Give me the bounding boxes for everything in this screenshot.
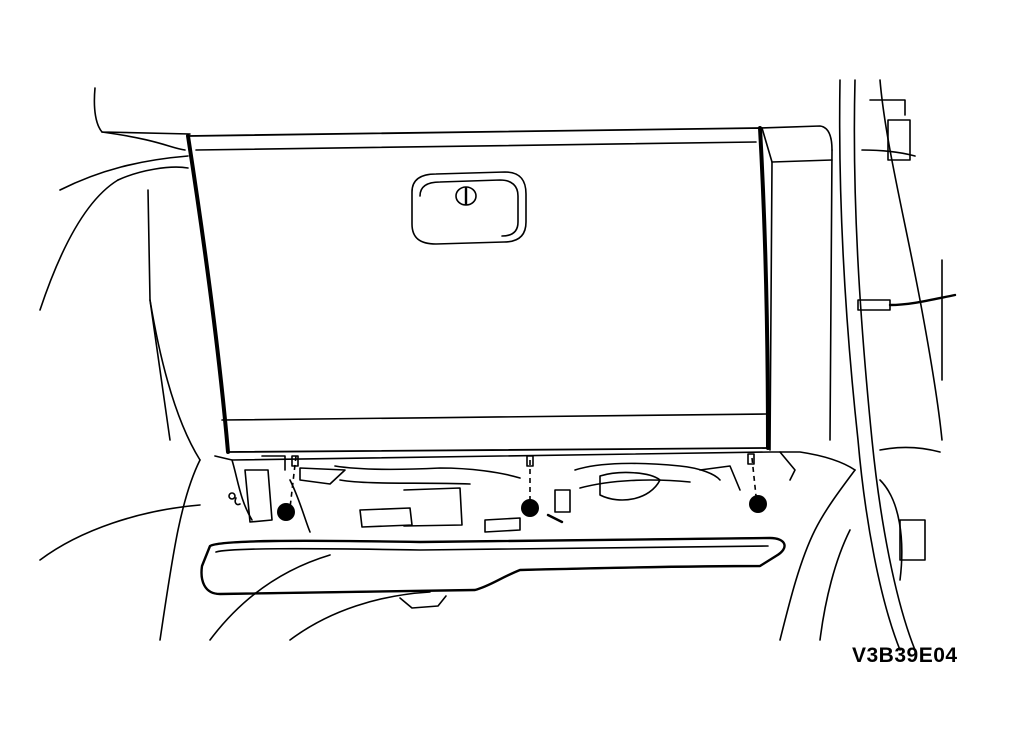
dashboard-outline — [39, 87, 833, 461]
floor-contour — [39, 469, 903, 641]
glove-box-door — [186, 126, 770, 454]
glove-box-latch — [411, 171, 527, 245]
screw-right-clip — [747, 453, 755, 465]
screw-right-icon — [749, 495, 767, 513]
screw-left-icon — [277, 503, 295, 521]
figure-code-label: V3B39E04 — [852, 644, 958, 667]
right-door-pillar — [838, 79, 957, 651]
fastener-screws — [277, 453, 767, 521]
screw-center-clip — [526, 455, 534, 467]
screw-center-icon — [521, 499, 539, 517]
screw-left-clip — [291, 455, 299, 467]
screw-right-guide — [751, 457, 757, 497]
knee-bolster-panel — [200, 536, 786, 609]
